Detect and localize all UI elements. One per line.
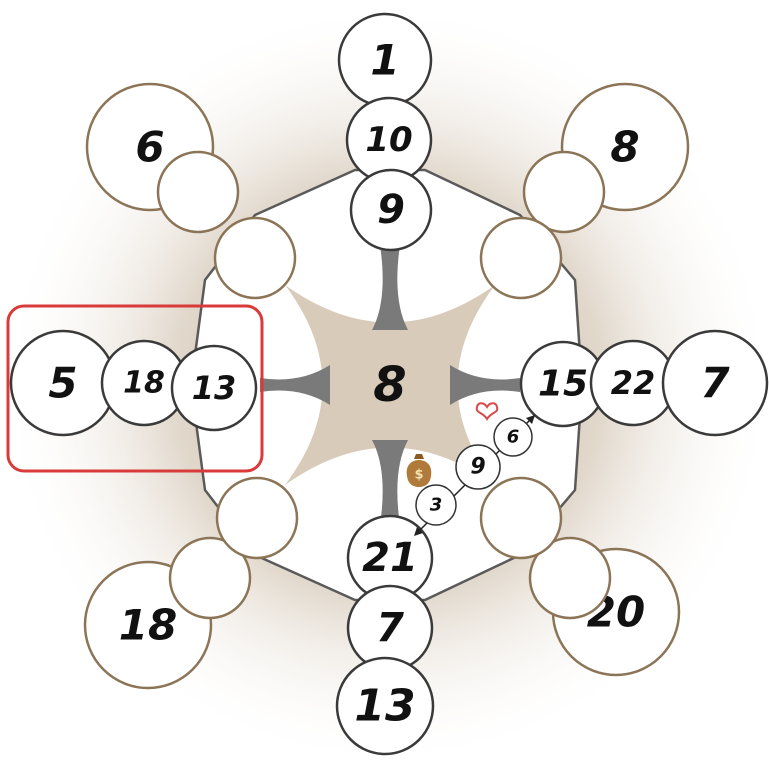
arm-top-node-3[interactable]: 9 (349, 168, 433, 252)
heart-icon (475, 402, 499, 422)
arm-top-node-3-value: 9 (377, 187, 405, 233)
corner-bottom-right-slot-inner[interactable] (479, 476, 563, 560)
arm-bottom-node-3-value: 13 (354, 681, 415, 732)
money-bag-symbol: $ (414, 468, 423, 483)
path-node-2-circle (455, 444, 501, 490)
corner-top-left-slot-inner-circle (213, 216, 297, 300)
path-node-3-value: 3 (430, 495, 443, 516)
path-node-2[interactable]: 9 (455, 444, 501, 490)
corner-bottom-left-slot-inner[interactable] (215, 476, 299, 560)
path-chain: 6 9 3 (414, 414, 536, 536)
corner-top-left-node-value: 6 (135, 123, 164, 172)
arm-left-node-3-value: 13 (192, 369, 237, 407)
corner-top-right-slot-inner-circle (479, 216, 563, 300)
corner-bottom-left-slot-inner-circle (215, 476, 299, 560)
arm-top-node-3-circle (349, 168, 433, 252)
money-bag-icon: $ (406, 454, 432, 487)
path-node-1-value: 6 (507, 427, 520, 448)
corner-bottom-right-slot-inner-circle (479, 476, 563, 560)
arm-right-node-3-value: 7 (700, 359, 730, 408)
arm-right-node-1-value: 15 (538, 364, 588, 405)
path-node-1[interactable]: 6 (493, 417, 533, 457)
arm-bottom-node-2[interactable]: 7 (346, 584, 434, 672)
spike-left (260, 365, 330, 405)
spike-right (450, 365, 520, 405)
arm-bottom-node-1-value: 21 (362, 535, 418, 581)
path-node-3[interactable]: 3 (415, 484, 457, 526)
arm-bottom-node-2-value: 7 (376, 605, 404, 651)
path-node-1-circle (493, 417, 533, 457)
corner-bottom-left-slot-outer[interactable] (168, 536, 252, 620)
arm-right-node-1[interactable]: 15 (519, 340, 607, 428)
arm-top-node-1[interactable]: 1 (337, 12, 433, 108)
path-node-3-circle (415, 484, 457, 526)
arm-bottom-node-3[interactable]: 13 (335, 656, 435, 756)
corner-top-right-slot-outer-circle (522, 150, 606, 234)
arm-left-node-2[interactable]: 18 (100, 339, 188, 427)
corner-bottom-right-slot-outer-circle (528, 536, 612, 620)
arm-right-node-3-circle (661, 329, 769, 437)
arm-bottom-node-1[interactable]: 21 (346, 514, 434, 602)
corner-top-right-node-value: 8 (610, 123, 639, 172)
arm-right-node-3[interactable]: 7 (661, 329, 769, 437)
corner-bottom-right-slot-outer[interactable] (528, 536, 612, 620)
arrow-head-top (526, 415, 535, 424)
center-diamond (285, 285, 495, 485)
arm-left-node-2-value: 18 (123, 366, 165, 401)
selection-highlight (6, 304, 264, 473)
corner-bottom-left-slot-outer-circle (168, 536, 252, 620)
spike-top (372, 245, 408, 330)
arm-left-node-3-circle (170, 344, 258, 432)
corner-bottom-left-node-value: 18 (119, 601, 177, 650)
arm-left-node-1-value: 5 (48, 359, 77, 408)
arm-left-node-3[interactable]: 13 (170, 344, 258, 432)
path-node-2-value: 9 (470, 455, 485, 480)
arm-left-node-1[interactable]: 5 (9, 329, 117, 437)
arm-right-node-2[interactable]: 22 (589, 339, 677, 427)
spike-bottom (372, 440, 408, 525)
corner-top-left-slot-inner[interactable] (213, 216, 297, 300)
center-value: 8 (373, 357, 406, 413)
corner-top-left-slot-outer[interactable] (156, 150, 240, 234)
arm-top-node-2-value: 10 (365, 120, 412, 160)
arrow-head-bottom (414, 527, 423, 536)
arm-right-node-2-value: 22 (611, 364, 656, 402)
corner-top-left-slot-outer-circle (156, 150, 240, 234)
arm-bottom-node-3-circle (335, 656, 435, 756)
corner-top-right-slot-inner[interactable] (479, 216, 563, 300)
arm-top-node-1-value: 1 (370, 36, 399, 85)
corner-top-right-slot-outer[interactable] (522, 150, 606, 234)
arm-nodes: 1 10 9 5 18 13 15 22 7 21 7 13 (9, 12, 769, 756)
